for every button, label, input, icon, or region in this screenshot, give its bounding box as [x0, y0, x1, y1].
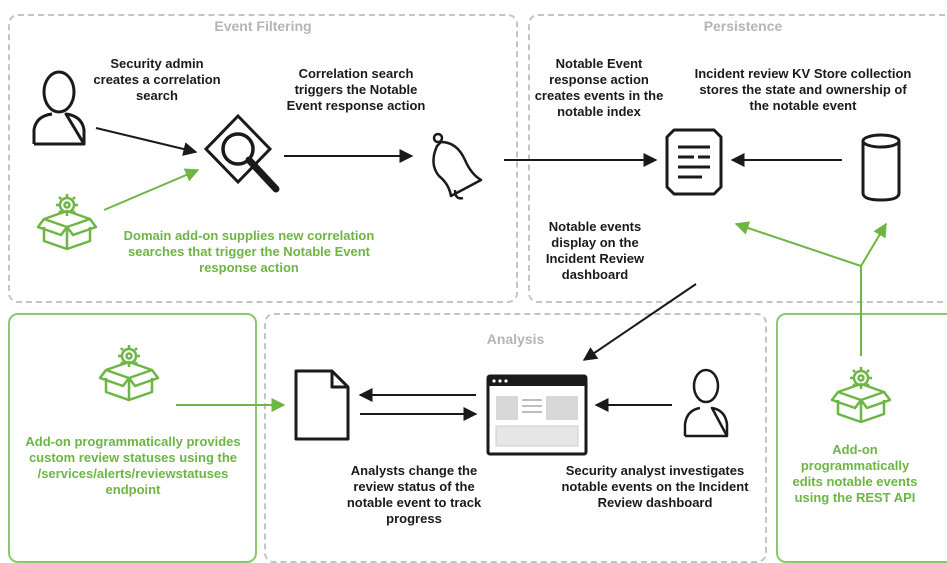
analysts-change-label: Analysts change the review status of the…: [346, 463, 482, 526]
file-icon: [294, 369, 350, 441]
security-admin-label: Security admin creates a correlation sea…: [93, 56, 221, 103]
addon-rest-api-label: Add-on programmatically edits notable ev…: [792, 442, 918, 505]
person-icon: [683, 368, 729, 438]
addon-review-statuses-label: Add-on programmatically provides custom …: [25, 434, 241, 497]
magnifier-icon: [204, 113, 280, 193]
dashboard-window-icon: [486, 374, 588, 456]
notable-display-label: Notable events display on the Incident R…: [545, 219, 645, 282]
security-analyst-label: Security analyst investigates notable ev…: [561, 463, 749, 510]
persistence-panel: Persistence: [528, 14, 947, 303]
gear-box-icon: [36, 194, 98, 251]
kv-store-label: Incident review KV Store collection stor…: [694, 66, 912, 113]
domain-addon-label: Domain add-on supplies new correlation s…: [123, 228, 375, 275]
event-filtering-title: Event Filtering: [214, 18, 312, 34]
person-icon: [32, 70, 86, 146]
notable-event-response-label: Notable Event response action creates ev…: [534, 56, 664, 119]
gear-box-icon: [830, 367, 892, 424]
document-list-icon: [665, 128, 723, 196]
bell-icon: [432, 132, 483, 200]
analysis-title: Analysis: [486, 331, 545, 347]
rest-api-addon-panel: [776, 313, 947, 563]
persistence-title: Persistence: [703, 18, 783, 34]
event-filtering-panel: Event Filtering: [8, 14, 518, 303]
correlation-search-label: Correlation search triggers the Notable …: [286, 66, 426, 113]
database-cylinder-icon: [861, 133, 901, 202]
gear-box-icon: [98, 345, 160, 402]
